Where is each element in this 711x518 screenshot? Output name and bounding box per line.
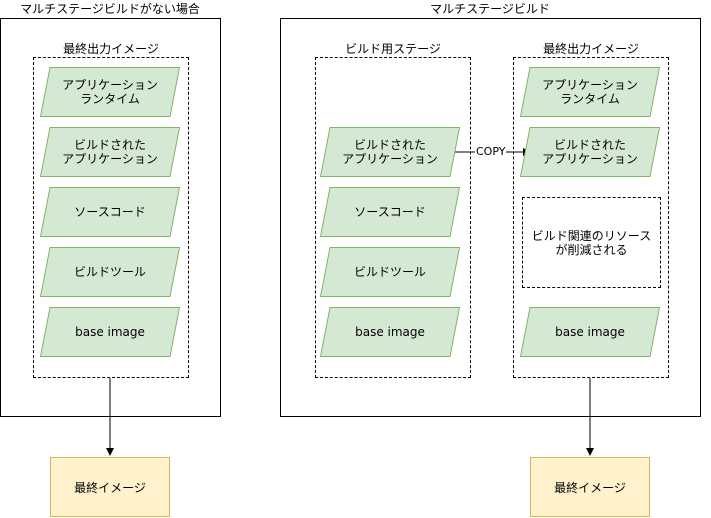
layer-label: ビルドされた アプリケーション — [542, 138, 638, 166]
right-panel-frame — [280, 18, 701, 417]
left-panel-title: マルチステージビルドがない場合 — [20, 2, 200, 16]
layer-label: ビルドツール — [73, 265, 146, 279]
removed-resources-note: ビルド関連のリソース が削減される — [522, 197, 661, 288]
layer-label: アプリケーション ランタイム — [542, 78, 638, 106]
layer-label: ビルドツール — [353, 265, 426, 279]
right-output-group — [513, 57, 669, 378]
build-stage-label: ビルド用ステージ — [345, 42, 441, 56]
right-final-image: 最終イメージ — [530, 457, 650, 517]
left-panel-frame — [0, 18, 221, 417]
copy-label: COPY — [475, 145, 507, 158]
left-layer-build-tools: ビルドツール — [40, 247, 180, 297]
left-final-image: 最終イメージ — [50, 457, 170, 517]
build-layer-built-app: ビルドされた アプリケーション — [320, 127, 460, 177]
output-layer-runtime: アプリケーション ランタイム — [520, 67, 660, 117]
layer-label: ビルドされた アプリケーション — [62, 138, 158, 166]
build-layer-build-tools: ビルドツール — [320, 247, 460, 297]
left-output-label: 最終出力イメージ — [63, 42, 159, 56]
layer-label: base image — [555, 325, 625, 339]
right-output-label: 最終出力イメージ — [543, 42, 639, 56]
layer-label: ソースコード — [354, 205, 426, 219]
left-layer-base-image: base image — [40, 307, 180, 357]
layer-label: base image — [355, 325, 425, 339]
build-stage-group — [315, 57, 471, 378]
left-layer-source: ソースコード — [40, 187, 180, 237]
build-layer-source: ソースコード — [320, 187, 460, 237]
build-layer-base-image: base image — [320, 307, 460, 357]
layer-label: ビルドされた アプリケーション — [342, 138, 438, 166]
layer-label: アプリケーション ランタイム — [62, 78, 158, 106]
output-layer-built-app: ビルドされた アプリケーション — [520, 127, 660, 177]
layer-label: ソースコード — [74, 205, 146, 219]
right-panel-title: マルチステージビルド — [430, 2, 550, 16]
left-output-group — [33, 57, 189, 378]
layer-label: base image — [75, 325, 145, 339]
left-layer-runtime: アプリケーション ランタイム — [40, 67, 180, 117]
output-layer-base-image: base image — [520, 307, 660, 357]
left-layer-built-app: ビルドされた アプリケーション — [40, 127, 180, 177]
